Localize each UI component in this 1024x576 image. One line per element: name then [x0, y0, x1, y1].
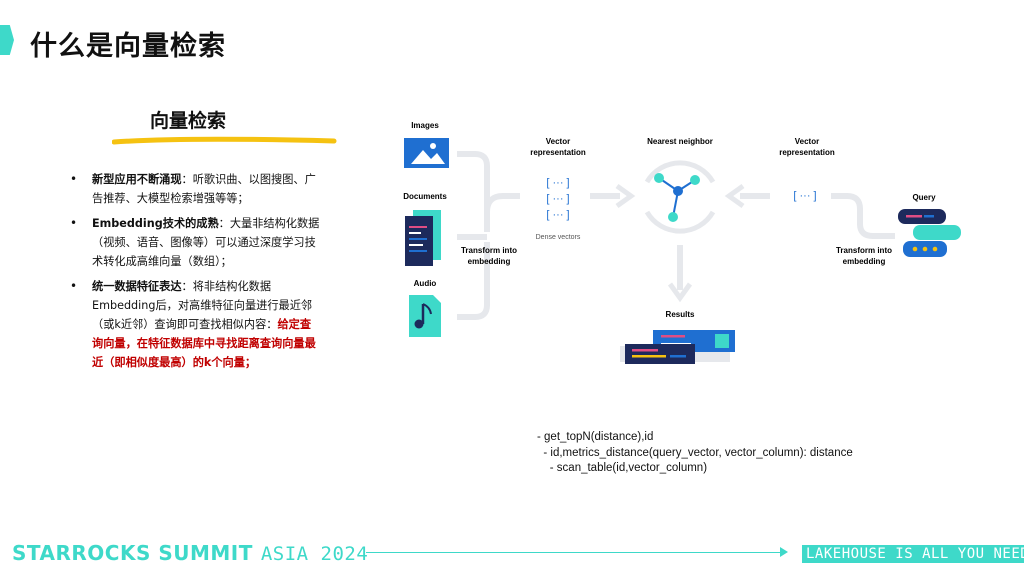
transform-right-label-2: embedding [843, 257, 886, 266]
bullet-lead: 新型应用不断涌现 [92, 173, 182, 186]
query-label: Query [912, 193, 936, 202]
slide-title: 什么是向量检索 [30, 31, 226, 62]
footer-divider-line [366, 552, 786, 553]
vector-rep-left-2: representation [530, 148, 586, 157]
bullet-text: ：听歌识曲、以图搜图、广告推荐、大模型检索增强等等； [92, 173, 316, 205]
vector-rep-left-1: Vector [546, 137, 570, 146]
image-icon [404, 138, 449, 168]
bullet-lead: Embedding技术的成熟 [92, 217, 219, 230]
title-accent-shape [0, 25, 14, 55]
audio-label: Audio [414, 279, 437, 288]
bullet-text: ：将非结构化数据Embedding后，对高维特征向量进行最近邻（或k近邻）查询即… [92, 280, 313, 331]
document-icon [405, 210, 441, 266]
bullet-item: 新型应用不断涌现：听歌识曲、以图搜图、广告推荐、大模型检索增强等等； [70, 170, 320, 208]
plan-line: - scan_table(id,vector_column) [537, 462, 708, 474]
footer-tagline: LAKEHOUSE IS ALL YOU NEED [802, 545, 1024, 563]
vector-search-diagram: Images Documents Audio Transform into em… [403, 121, 961, 364]
results-label: Results [666, 310, 695, 319]
bullet-text: ：大量非结构化数据（视频、语音、图像等）可以通过深度学习技术转化成高维向量（数组… [92, 217, 320, 268]
music-file-icon [409, 295, 441, 337]
vector-rep-right-1: Vector [795, 137, 819, 146]
vector-bracket-1: [ ··· ] [546, 177, 569, 189]
brand-name: STARROCKS SUMMIT [12, 541, 253, 565]
yellow-brush-underline [112, 136, 337, 145]
query-icon [898, 209, 961, 257]
bullet-list: 新型应用不断涌现：听歌识曲、以图搜图、广告推荐、大模型检索增强等等； Embed… [70, 170, 320, 378]
bullet-lead: 统一数据特征表达 [92, 280, 182, 293]
transform-right-label-1: Transform into [836, 246, 892, 255]
query-connector-line [831, 193, 895, 239]
plan-line: - get_topN(distance),id [537, 431, 654, 443]
footer-brand: STARROCKS SUMMIT ASIA 2024 [12, 541, 368, 565]
arrow-head-left [615, 183, 636, 209]
bullet-item: 统一数据特征表达：将非结构化数据Embedding后，对高维特征向量进行最近邻（… [70, 277, 320, 372]
nearest-neighbor-icon [644, 160, 716, 234]
brand-sub: ASIA 2024 [260, 543, 369, 565]
section-heading: 向量检索 [150, 110, 227, 132]
arrow-down-head [667, 282, 693, 303]
images-label: Images [411, 121, 439, 130]
left-funnel-lines [457, 151, 520, 320]
arrow-head-right [724, 183, 745, 209]
execution-plan-text: - get_topN(distance),id - id,metrics_dis… [537, 430, 853, 477]
vector-bracket-3: [ ··· ] [546, 209, 569, 221]
footer-arrow-icon [780, 547, 788, 557]
nearest-neighbor-label: Nearest neighbor [647, 137, 713, 146]
transform-left-label-2: embedding [468, 257, 511, 266]
dense-vectors-label: Dense vectors [536, 234, 581, 241]
results-cards-icon [620, 330, 735, 364]
bullet-emphasis: 给定查询向量，在特征数据库中寻找距离查询向量最近（即相似度最高）的k个向量； [92, 318, 316, 369]
vector-bracket-2: [ ··· ] [546, 193, 569, 205]
plan-line: - id,metrics_distance(query_vector, vect… [537, 446, 853, 459]
query-vector-bracket: [ ··· ] [793, 190, 816, 202]
bullet-item: Embedding技术的成熟：大量非结构化数据（视频、语音、图像等）可以通过深度… [70, 214, 320, 271]
documents-label: Documents [403, 192, 447, 201]
transform-left-label-1: Transform into [461, 246, 517, 255]
vector-rep-right-2: representation [779, 148, 835, 157]
